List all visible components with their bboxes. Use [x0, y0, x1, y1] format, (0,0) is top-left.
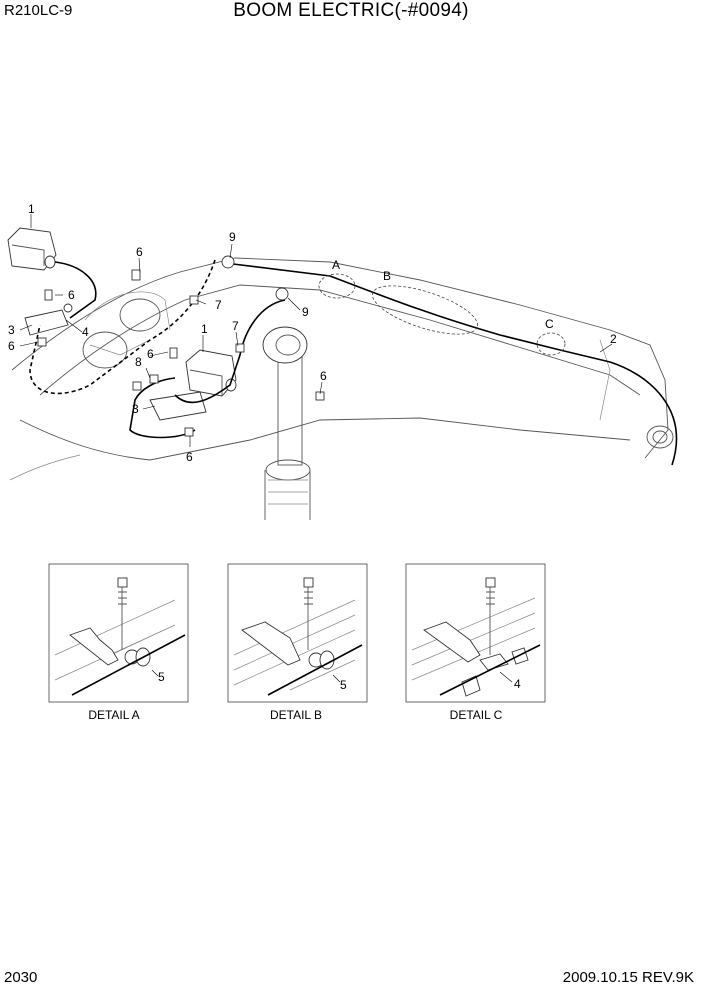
- detail-c: 4: [405, 563, 546, 703]
- detail-c-marker: [536, 332, 566, 356]
- detail-c-label: DETAIL C: [450, 708, 503, 722]
- hardware: [37, 255, 325, 437]
- detail-c-part: 4: [514, 677, 521, 691]
- callout-4: 4: [82, 325, 89, 339]
- callout-2: 2: [610, 332, 617, 346]
- leader-lines: [19, 214, 613, 447]
- callout-detail-a: A: [332, 258, 340, 272]
- callout-1-lamp-center: 1: [201, 322, 208, 336]
- work-lamp-left: [7, 227, 69, 336]
- detail-a-part: 5: [158, 670, 165, 684]
- model-code: R210LC-9: [4, 2, 73, 19]
- callout-6: 6: [186, 450, 193, 464]
- callout-labels: 1 6 6 3 4 6 9 7 1 7 6 8 3 6 9 6 A B C 2: [8, 202, 617, 464]
- callout-8: 8: [135, 355, 142, 369]
- callout-detail-b: B: [383, 269, 391, 283]
- callout-7: 7: [232, 319, 239, 333]
- callout-6: 6: [147, 347, 154, 361]
- detail-a: 5: [48, 563, 189, 703]
- callout-6: 6: [68, 288, 75, 302]
- detail-b-marker: [371, 285, 479, 335]
- detail-b: 5: [227, 563, 368, 703]
- detail-b-part: 5: [340, 678, 347, 692]
- detail-a-label: DETAIL A: [88, 708, 139, 722]
- callout-7: 7: [215, 298, 222, 312]
- callout-6: 6: [8, 339, 15, 353]
- callout-6: 6: [320, 369, 327, 383]
- callout-1-lamp-left: 1: [28, 202, 35, 216]
- date-revision: 2009.10.15 REV.9K: [562, 969, 694, 986]
- callout-9: 9: [302, 305, 309, 319]
- detail-a-marker: [318, 273, 356, 299]
- work-lamp-center: [149, 349, 237, 421]
- callout-detail-c: C: [545, 317, 554, 331]
- callout-3: 3: [8, 323, 15, 337]
- harness: [29, 259, 678, 466]
- page-title: BOOM ELECTRIC(-#0094): [233, 0, 469, 21]
- page-number: 2030: [4, 969, 38, 986]
- callout-3: 3: [132, 402, 139, 416]
- callout-9: 9: [229, 230, 236, 244]
- boom-structure: [9, 257, 674, 520]
- detail-b-label: DETAIL B: [270, 708, 322, 722]
- callout-6: 6: [136, 245, 143, 259]
